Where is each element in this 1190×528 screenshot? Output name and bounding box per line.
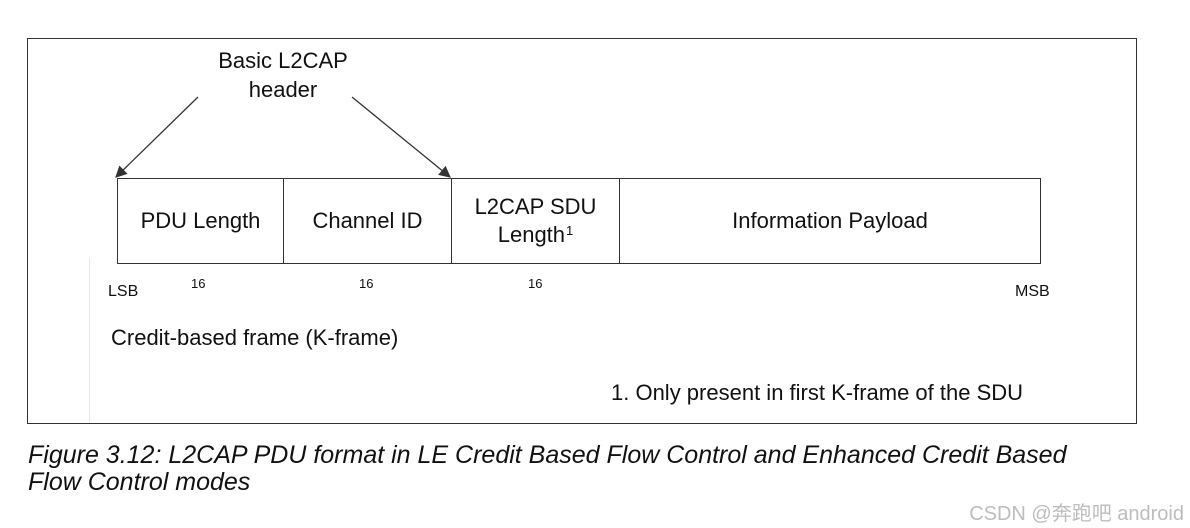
bit-width-pdu-length: 16	[191, 276, 206, 291]
left-arrow	[115, 96, 199, 178]
footnote-marker: 1	[566, 223, 574, 238]
field-label: L2CAP SDU	[474, 194, 597, 219]
field-label: PDU Length	[140, 208, 261, 233]
field-information-payload: Information Payload	[620, 179, 1040, 263]
diagram-frame	[27, 38, 1137, 424]
lsb-label: LSB	[108, 283, 139, 300]
msb-label: MSB	[1015, 283, 1050, 300]
frame-type-label: Credit-based frame (K-frame)	[111, 325, 399, 350]
pdu-fields: PDU Length Channel ID L2CAP SDU Length1 …	[117, 178, 1041, 264]
field-label: Channel ID	[312, 208, 423, 233]
figure-caption: Figure 3.12: L2CAP PDU format in LE Cred…	[28, 442, 1128, 496]
field-label: Information Payload	[732, 208, 928, 233]
caption-line1: Figure 3.12: L2CAP PDU format in LE Cred…	[28, 441, 1067, 469]
bit-width-sdu-length: 16	[528, 276, 543, 291]
scan-artifact-line	[89, 258, 90, 422]
field-channel-id: Channel ID	[284, 179, 452, 263]
right-arrow	[351, 96, 451, 178]
header-label-line2: header	[248, 77, 318, 102]
field-sdu-length: L2CAP SDU Length1	[452, 179, 620, 263]
field-pdu-length: PDU Length	[118, 179, 284, 263]
header-label-line1: Basic L2CAP	[218, 48, 348, 73]
watermark: CSDN @奔跑吧 android	[969, 503, 1184, 525]
field-label-line2: Length	[497, 222, 566, 247]
caption-line2: Flow Control modes	[28, 468, 251, 496]
footnote: 1. Only present in first K-frame of the …	[611, 380, 1024, 405]
basic-header-label: Basic L2CAP header	[183, 46, 383, 104]
bit-width-channel-id: 16	[359, 276, 374, 291]
